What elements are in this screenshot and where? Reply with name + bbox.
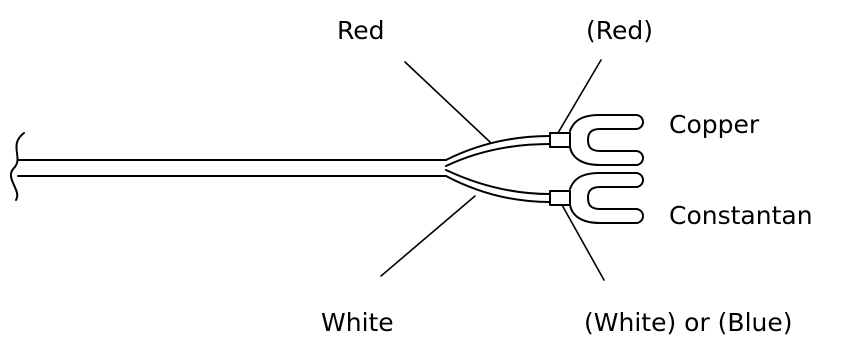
label-white: White <box>321 308 394 337</box>
upper-ferrule <box>549 132 571 148</box>
copper-spade-terminal <box>569 114 644 166</box>
constantan-spade-terminal <box>569 172 644 224</box>
red-leader-line <box>404 61 491 143</box>
label-copper: Copper <box>669 110 760 139</box>
white-leader-line <box>380 195 476 277</box>
main-cable <box>17 159 447 177</box>
label-white-or-blue: (White) or (Blue) <box>584 308 793 337</box>
label-red: Red <box>337 16 385 45</box>
lower-conductor-white <box>445 169 551 203</box>
label-red-paren: (Red) <box>586 16 653 45</box>
white-or-blue-leader-line <box>561 204 605 281</box>
lower-ferrule <box>549 190 571 206</box>
cable-break-mark <box>9 132 25 201</box>
upper-conductor-red <box>445 135 551 167</box>
red-paren-leader-line <box>557 59 602 134</box>
label-constantan: Constantan <box>669 201 813 230</box>
